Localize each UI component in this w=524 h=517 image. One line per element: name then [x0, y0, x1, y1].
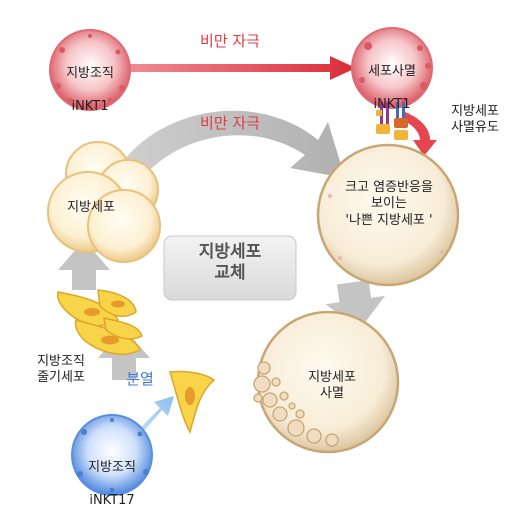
receptor-molecules: [376, 102, 408, 140]
dead-fat-cell-label: 지방세포 사멸: [308, 370, 356, 402]
bad-fat-cell: [316, 143, 460, 287]
fat-cluster-label: 지방세포: [67, 200, 115, 215]
dying-inkt1-line2: iNKT1: [373, 96, 411, 112]
adipose-inkt1-label: 지방조직 iNKT1: [50, 50, 130, 131]
fat-cell-cluster: [47, 141, 161, 263]
obesity-top-label: 비만 자극: [200, 32, 260, 50]
dead-fat-cell: [253, 310, 400, 454]
fat-replacement-box: [163, 235, 297, 301]
dying-inkt1-line1: 세포사멸: [368, 64, 416, 80]
down-gray-arrow: [325, 279, 386, 330]
obesity-arc-label: 비만 자극: [200, 114, 260, 132]
center-box-label: 지방세포 교체: [198, 242, 262, 284]
up-gray-arrow: [58, 240, 110, 290]
apoptosis-red-arrow: [402, 112, 437, 156]
adipose-inkt17-label: 지방조직 iNKT17: [70, 444, 154, 517]
adipose-inkt17-cell: [71, 414, 153, 496]
obesity-arc-arrow: [112, 110, 345, 188]
apoptosis-induce-label: 지방세포 사멸유도: [451, 104, 499, 136]
blue-arrow: [134, 396, 174, 438]
stem-cells-label: 지방조직 줄기세포: [37, 354, 85, 386]
adipose-inkt1-line1: 지방조직: [66, 66, 114, 82]
obesity-red-arrow: [130, 56, 356, 80]
stem-cells: [56, 289, 143, 355]
division-label: 분열: [126, 370, 154, 388]
dividing-stem-cell: [169, 370, 216, 434]
adipose-inkt1-cell: [49, 29, 131, 111]
adipose-inkt1-line2: iNKT1: [71, 98, 109, 114]
adipose-inkt17-line1: 지방조직: [88, 460, 136, 476]
adipose-inkt17-line2: iNKT17: [89, 492, 135, 508]
bad-fat-cell-label: 크고 염증반응을 보이는 '나쁜 지방세포 ': [345, 180, 433, 228]
dying-inkt1-label: 세포사멸 iNKT1: [352, 48, 432, 129]
dying-inkt1-cell: [351, 27, 433, 109]
